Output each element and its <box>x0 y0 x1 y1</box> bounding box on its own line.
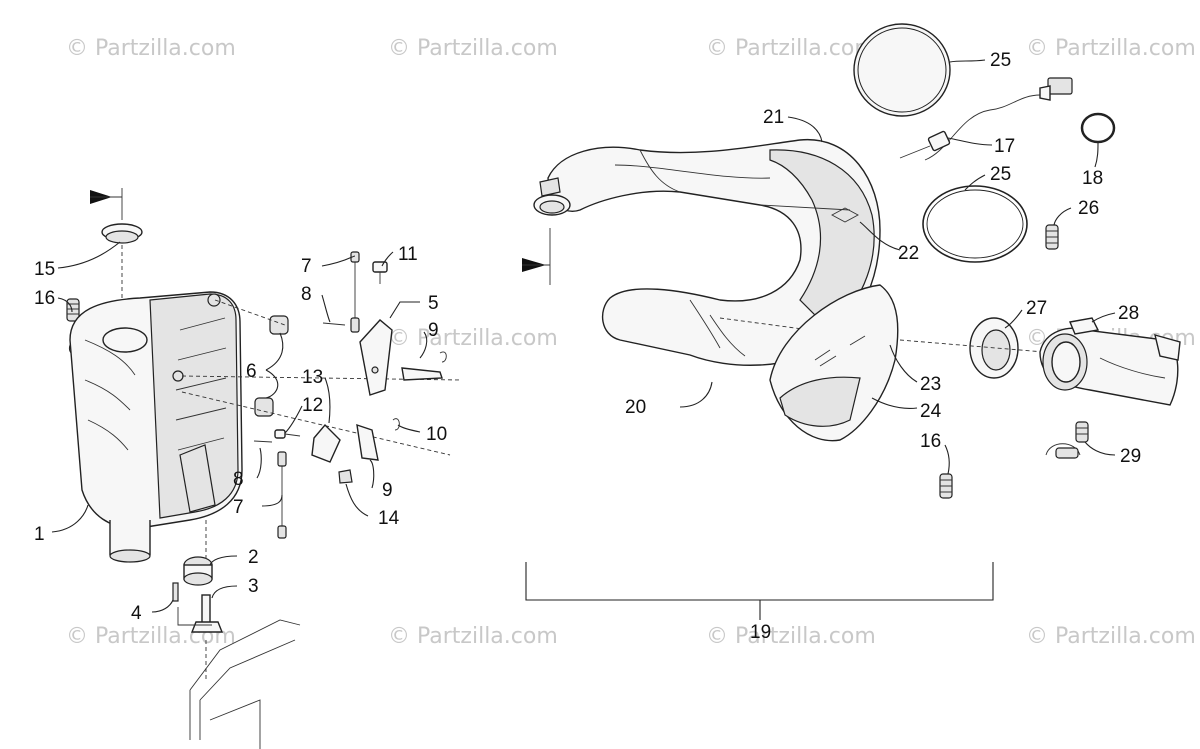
callout-2: 2 <box>248 547 259 568</box>
callout-10: 10 <box>426 424 447 445</box>
callout-21: 21 <box>763 107 784 128</box>
retaining-ring-part <box>1080 112 1116 144</box>
watermark-text: © Partzilla.com <box>388 326 558 351</box>
callout-28: 28 <box>1118 303 1139 324</box>
callout-7: 7 <box>301 256 312 277</box>
band-clamp-part <box>922 185 1028 263</box>
exhaust-manifold-part <box>1039 317 1181 406</box>
callout-11: 11 <box>398 244 418 265</box>
callout-26: 26 <box>1078 198 1099 219</box>
callout-8: 8 <box>233 469 244 490</box>
watermark-text: © Partzilla.com <box>66 36 236 61</box>
leader-lines <box>51 59 1116 613</box>
callout-16: 16 <box>920 431 941 452</box>
group-bracket-line <box>525 562 994 620</box>
flow-arrow-left <box>90 188 123 220</box>
callout-9: 9 <box>428 320 439 341</box>
callout-1: 1 <box>34 524 45 545</box>
label-decal-part <box>831 207 859 223</box>
bushing-part <box>181 299 461 456</box>
callout-13: 13 <box>302 367 323 388</box>
callout-17: 17 <box>994 136 1015 157</box>
callout-24: 24 <box>920 401 942 422</box>
callout-9: 9 <box>382 480 393 501</box>
callout-20: 20 <box>625 397 646 418</box>
watermark-text: © Partzilla.com <box>706 36 876 61</box>
isolator-mount-part <box>172 520 224 633</box>
callout-27: 27 <box>1026 298 1047 319</box>
watermark-text: © Partzilla.com <box>388 36 558 61</box>
callout-14: 14 <box>378 508 400 529</box>
callout-3: 3 <box>248 576 259 597</box>
watermark-text: © Partzilla.com <box>1026 624 1196 649</box>
band-clamp-part <box>853 23 951 117</box>
callout-16: 16 <box>34 288 55 309</box>
callout-23: 23 <box>920 374 941 395</box>
callout-6: 6 <box>246 361 257 382</box>
spring-part <box>939 473 953 499</box>
bolt-part <box>274 261 388 439</box>
spring-part <box>1045 421 1089 459</box>
callout-15: 15 <box>34 259 55 280</box>
callout-12: 12 <box>302 395 323 416</box>
spring-part <box>1045 224 1059 250</box>
frame-bracket-part <box>189 619 301 749</box>
callout-8: 8 <box>301 284 312 305</box>
watermark-text: © Partzilla.com <box>1026 36 1196 61</box>
callout-25: 25 <box>990 50 1011 71</box>
watermark-text: © Partzilla.com <box>388 624 558 649</box>
callout-22: 22 <box>898 243 919 264</box>
expansion-chamber-part <box>533 139 901 366</box>
callout-29: 29 <box>1120 446 1141 467</box>
callout-7: 7 <box>233 497 244 518</box>
spring-link-part <box>253 251 360 539</box>
callout-19: 19 <box>750 622 771 643</box>
callout-25: 25 <box>990 164 1011 185</box>
callout-5: 5 <box>428 293 439 314</box>
callout-4: 4 <box>131 603 142 624</box>
temp-sensor-part <box>899 77 1073 161</box>
muffler-part <box>69 291 243 563</box>
heat-shield-part <box>769 284 899 442</box>
flow-arrow-right <box>522 228 551 285</box>
callout-labels: 1 2 3 4 5 6 7 7 8 8 9 9 10 11 12 13 14 1… <box>34 50 1141 643</box>
bracket-part <box>311 319 447 484</box>
watermark-text: © Partzilla.com <box>706 624 876 649</box>
callout-18: 18 <box>1082 168 1103 189</box>
